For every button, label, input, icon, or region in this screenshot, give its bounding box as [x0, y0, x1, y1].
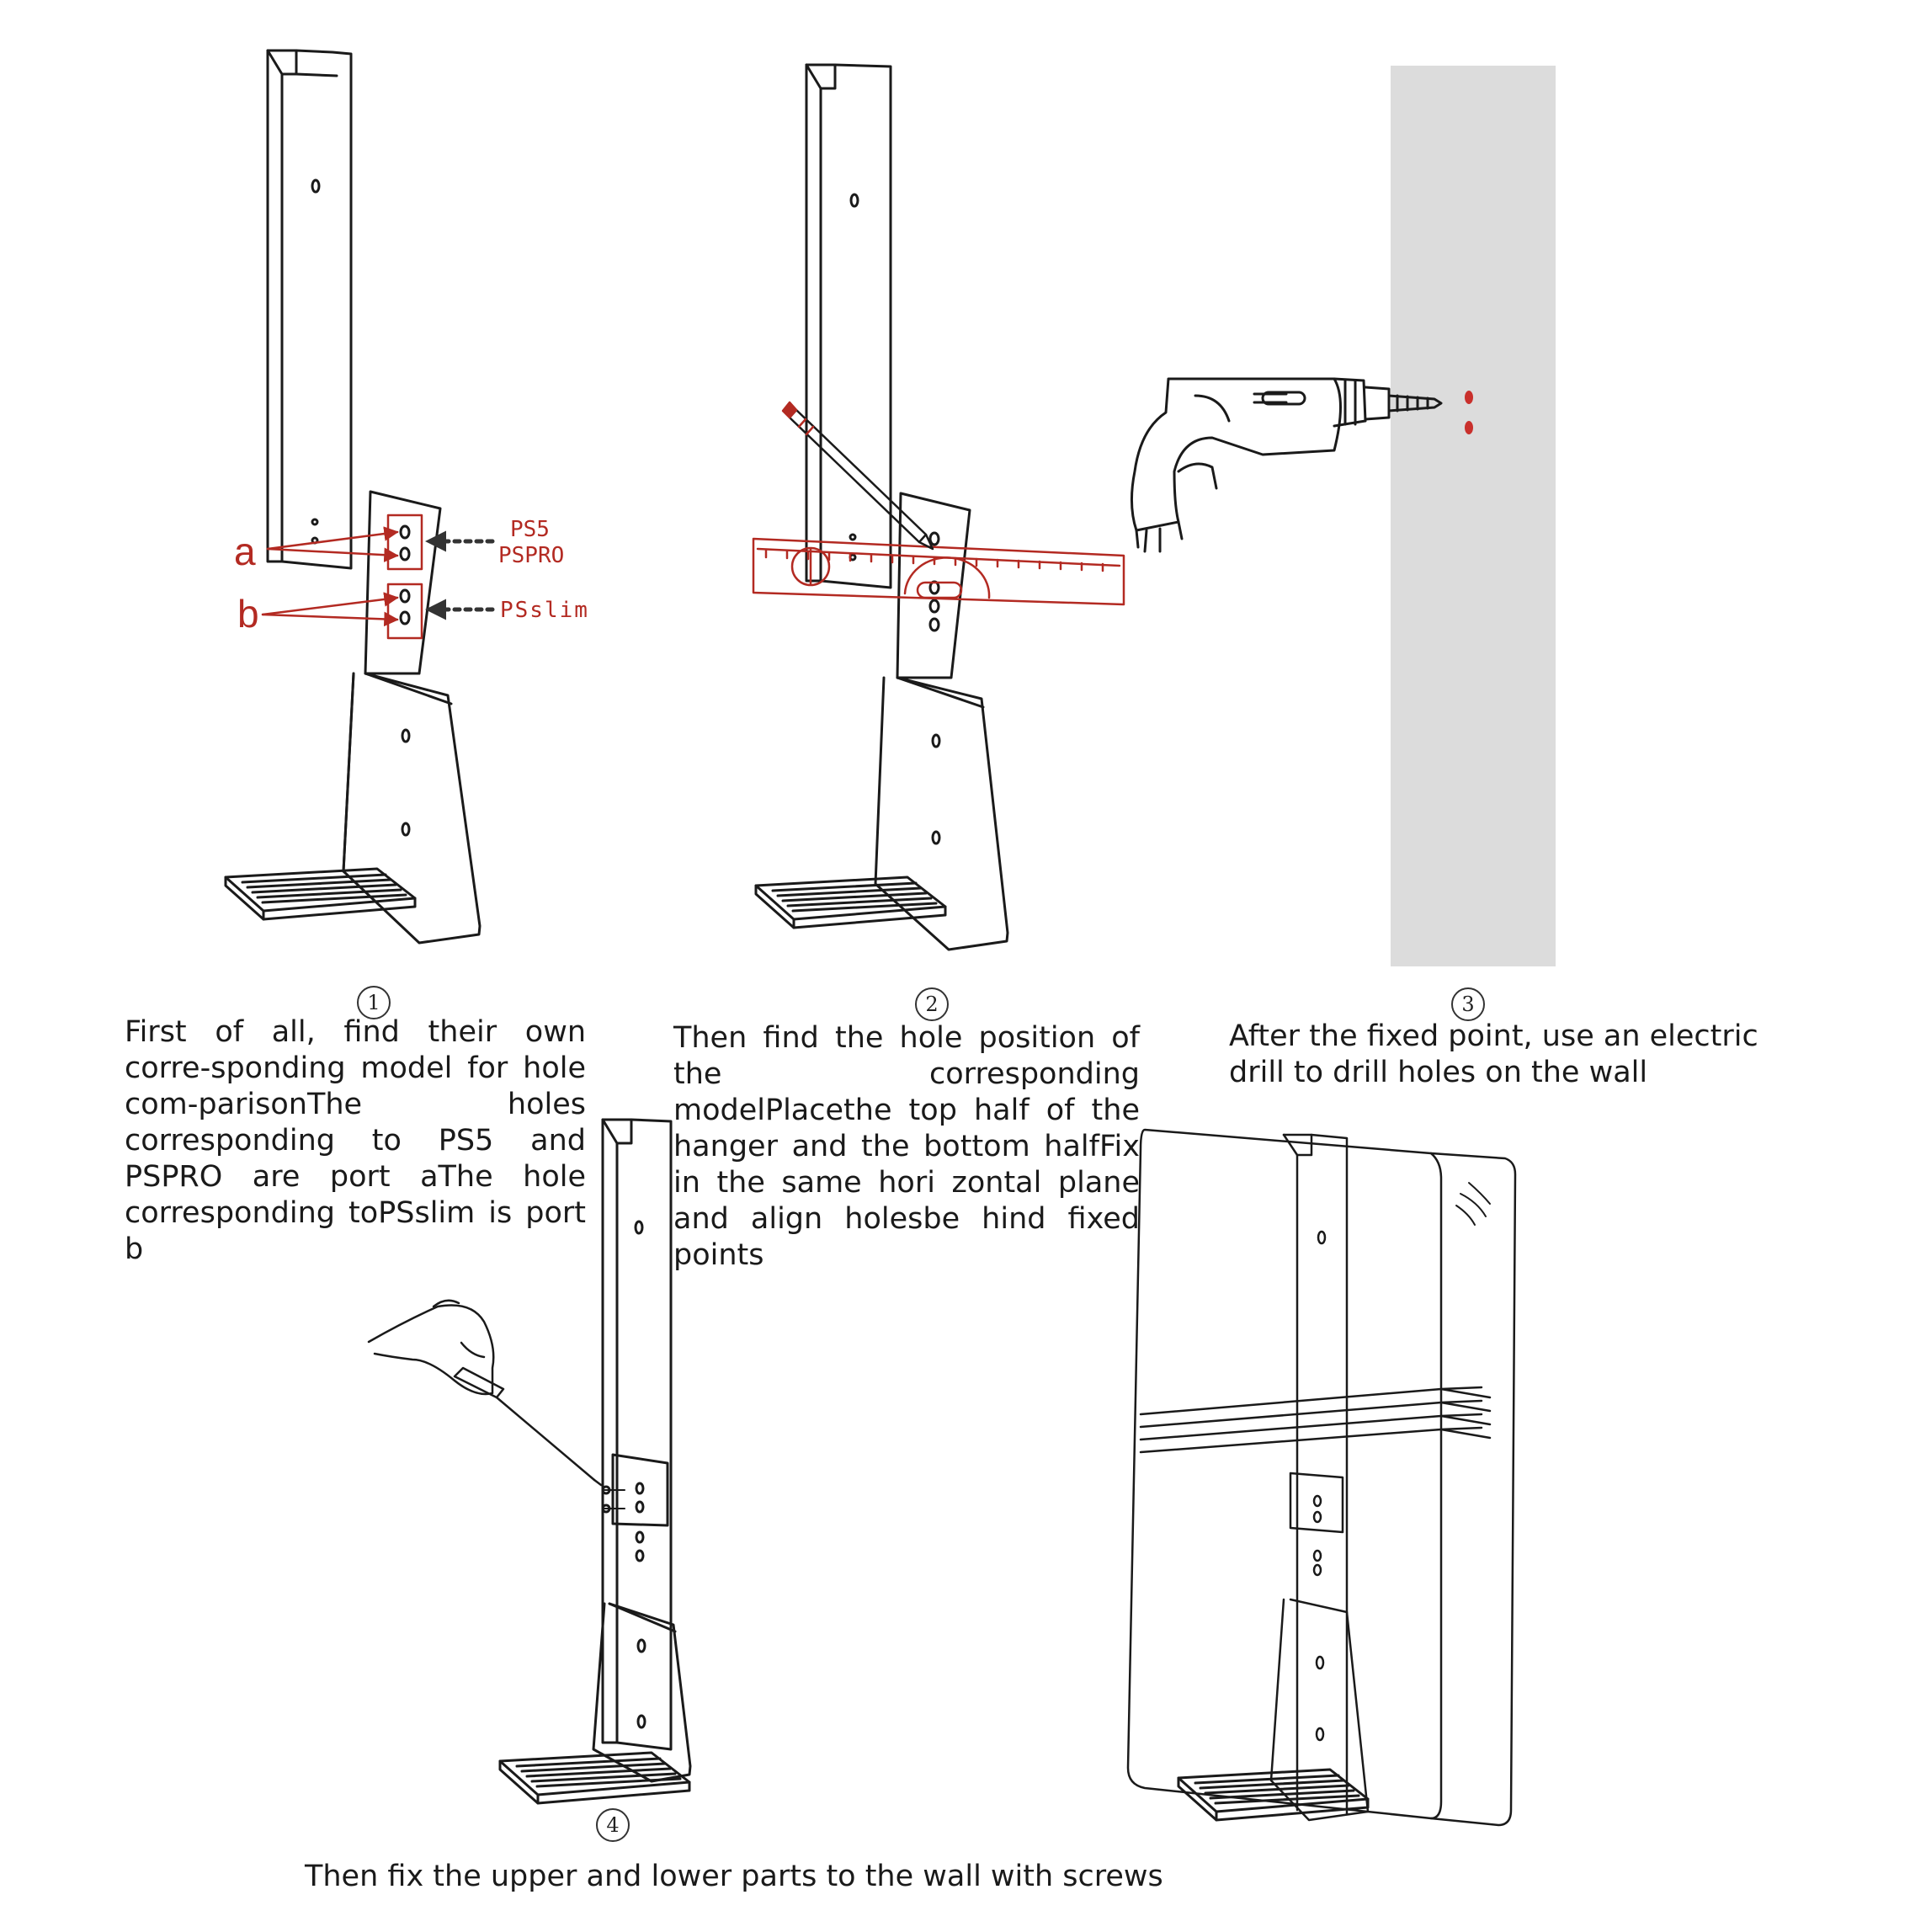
- step4-lower-bracket: [592, 1453, 692, 1783]
- step2-caption: Then find the hole position of the corre…: [673, 1021, 1140, 1272]
- spirit-level-ruler: [752, 537, 1125, 606]
- step1-number: 1: [357, 986, 391, 1019]
- step4-right-hanger: [1269, 1133, 1370, 1822]
- port-a-model-ps5: PS5: [510, 517, 550, 542]
- pencil-icon: [781, 401, 934, 551]
- step1-illustration: [224, 49, 495, 945]
- port-b-model-psslim: PSslim: [500, 598, 589, 623]
- step3-caption: After the fixed point, use an electric d…: [1229, 1019, 1758, 1089]
- port-a-letter: a: [234, 530, 256, 573]
- port-b-letter: b: [237, 592, 259, 636]
- port-a-model-pspro: PSPRO: [498, 543, 565, 568]
- wall: [1391, 66, 1556, 966]
- drill-mark-2: [1465, 421, 1473, 434]
- step3-number: 3: [1451, 987, 1485, 1021]
- step2-number: 2: [915, 987, 949, 1021]
- step4-left-illustration: [367, 1118, 692, 1805]
- step4-caption: Then fix the upper and lower parts to th…: [305, 1860, 1163, 1893]
- console-body: [1126, 1128, 1517, 1827]
- step2-upper-hanger: [805, 63, 892, 589]
- step1-upper-hanger: [266, 49, 353, 570]
- step4-right-illustration: [1126, 1128, 1517, 1827]
- screwdriver-hand-icon: [367, 1299, 603, 1487]
- step1-caption: First of all, find their own corre-spond…: [125, 1015, 586, 1266]
- step3-illustration: [1130, 66, 1556, 966]
- drill-mark-1: [1465, 391, 1473, 404]
- step2-illustration: [752, 63, 1125, 951]
- step2-lower-bracket: [874, 492, 1009, 951]
- electric-drill-icon: [1130, 377, 1443, 553]
- step4-upper-hanger: [601, 1118, 673, 1751]
- step4-number: 4: [596, 1808, 630, 1842]
